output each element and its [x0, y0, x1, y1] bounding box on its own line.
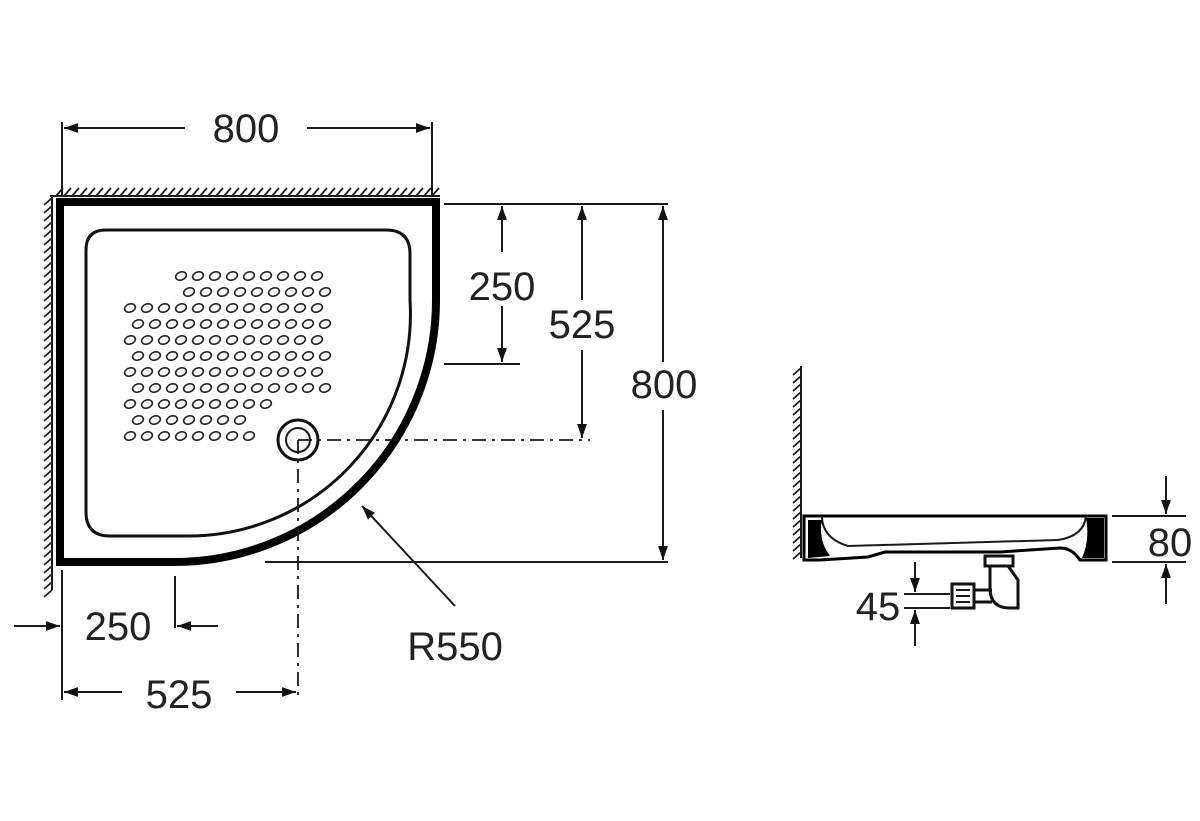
tray-profile — [802, 514, 1108, 562]
side-view: 80 45 — [792, 366, 1193, 646]
top-wall-hatching — [55, 187, 440, 197]
dim-waste-height: 45 — [856, 585, 901, 629]
dim-label-bg — [630, 362, 700, 410]
side-wall-hatching — [792, 367, 802, 560]
dim-waste-offset-right: 525 — [549, 303, 616, 347]
dim-waste-offset-bottom: 525 — [146, 673, 213, 717]
tray-profile-inner — [821, 515, 1087, 548]
anti-slip-pattern — [123, 270, 332, 442]
left-wall-hatching — [43, 197, 53, 598]
tray-profile-rim-left — [808, 520, 830, 558]
dim-radius: R550 — [407, 625, 503, 669]
dim-height-right: 800 — [631, 363, 698, 407]
dim-side-height: 80 — [1148, 521, 1193, 565]
tray-profile-rim-right — [1082, 518, 1104, 558]
radius-leader-arrow — [361, 505, 456, 607]
tray-inner-basin — [84, 228, 412, 538]
tray-outline — [56, 198, 440, 566]
waste-trap-icon — [950, 554, 1020, 610]
plan-view: 800 800 525 250 250 525 R550 — [14, 107, 700, 717]
dim-corner-offset-bottom: 250 — [85, 605, 152, 649]
dim-width-top: 800 — [213, 107, 280, 151]
dim-corner-offset-right: 250 — [469, 265, 536, 309]
